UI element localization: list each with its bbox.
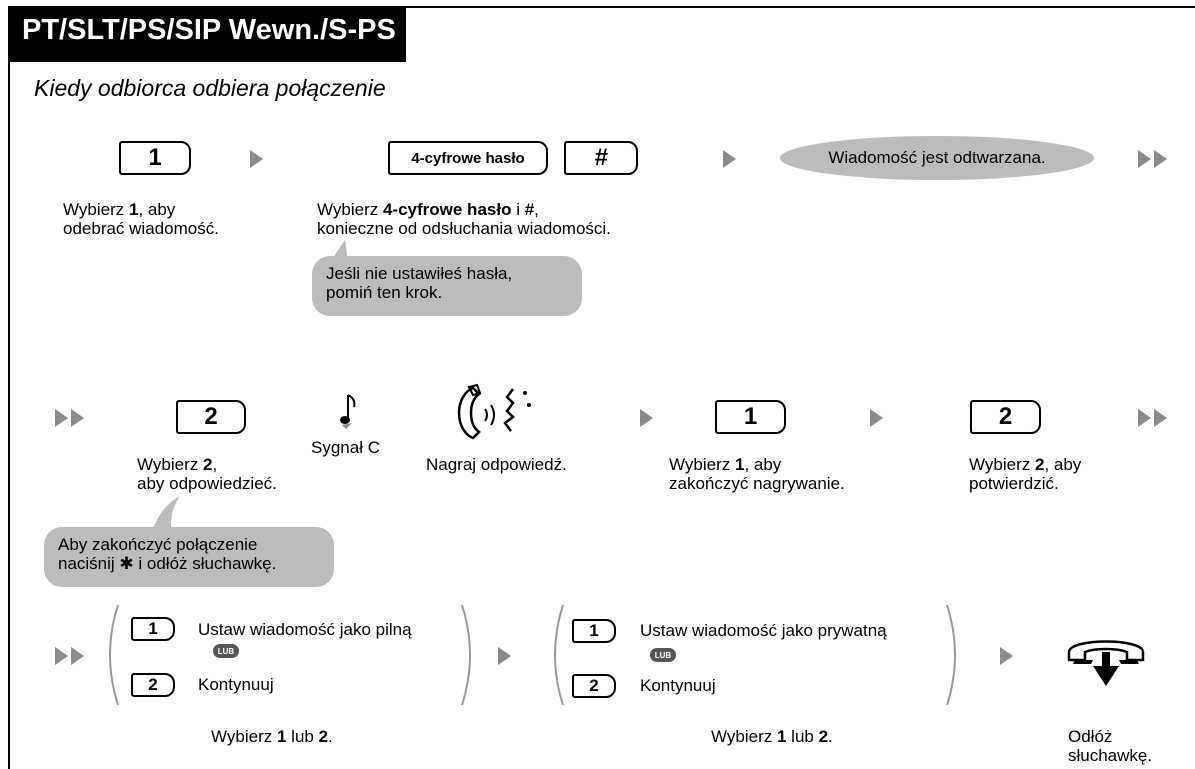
- desc-key: 2: [318, 727, 329, 746]
- option-key-2: 2: [572, 674, 616, 698]
- desc-key: 2: [1034, 455, 1045, 474]
- desc-text: ,: [212, 455, 218, 474]
- option-key-2: 2: [131, 673, 175, 697]
- note-line: pomiń ten krok.: [326, 283, 443, 302]
- option-key-1: 1: [131, 617, 175, 641]
- hangup-description: Odłóż słuchawkę.: [1068, 727, 1152, 765]
- key-2-button: 2: [970, 400, 1041, 434]
- group1-description: Wybierz 1 lub 2.: [211, 727, 333, 746]
- option-continue-label: Kontynuuj: [640, 676, 716, 695]
- desc-text: ,: [534, 200, 539, 219]
- desc-key: 1: [776, 727, 787, 746]
- note-skip-password: Jeśli nie ustawiłeś hasła, pomiń ten kro…: [312, 256, 582, 316]
- desc-text: lub: [786, 727, 819, 746]
- section-subtitle: Kiedy odbiorca odbiera połączenie: [34, 75, 386, 101]
- hash-key: #: [564, 141, 638, 175]
- option-continue-label: Kontynuuj: [198, 675, 274, 694]
- step-arrow-icon: [1000, 647, 1013, 665]
- desc-key: 2: [818, 727, 829, 746]
- key-2-button: 2: [176, 400, 246, 434]
- group2-description: Wybierz 1 lub 2.: [711, 727, 833, 746]
- step1-description: Wybierz 1, aby odebrać wiadomość.: [63, 200, 219, 238]
- desc-key: 2: [202, 455, 213, 474]
- step-arrow-icon: [640, 409, 653, 427]
- desc-key: 1: [276, 727, 287, 746]
- page-title: PT/SLT/PS/SIP Wewn./S-PS: [22, 14, 396, 46]
- or-badge: LUB: [650, 648, 676, 662]
- option-urgent-label: Ustaw wiadomość jako pilną: [198, 620, 412, 639]
- option-key-1: 1: [572, 619, 616, 643]
- note-line: naciśnij ✱ i odłóż słuchawkę.: [58, 554, 320, 573]
- desc-text: i: [511, 200, 525, 219]
- finish-description: Wybierz 1, aby zakończyć nagrywanie.: [669, 455, 845, 493]
- frame-top-border: [8, 6, 1195, 8]
- desc-text: Wybierz: [317, 200, 383, 219]
- desc-text: lub: [286, 727, 319, 746]
- key-1-button: 1: [715, 400, 786, 434]
- reply-description: Wybierz 2, aby odpowiedzieć.: [137, 455, 277, 493]
- note-line: Aby zakończyć połączenie: [58, 535, 258, 554]
- handset-speaking-icon: [457, 383, 531, 440]
- header-tab: [8, 6, 406, 62]
- desc-text: aby odpowiedzieć.: [137, 474, 277, 493]
- desc-text: , aby: [138, 200, 176, 219]
- note-text: i odłóż słuchawkę.: [133, 554, 277, 573]
- desc-text: słuchawkę.: [1068, 746, 1153, 765]
- step-arrow-icon: [250, 150, 263, 168]
- record-label: Nagraj odpowiedź.: [426, 455, 567, 474]
- tone-label: Sygnał C: [311, 438, 380, 457]
- option-private-label: Ustaw wiadomość jako prywatną: [640, 621, 887, 640]
- desc-hash: #: [524, 200, 535, 219]
- desc-text: konieczne od odsłuchania wiadomości.: [317, 219, 611, 238]
- desc-text: , aby: [1044, 455, 1082, 474]
- desc-text: , aby: [744, 455, 782, 474]
- desc-text: .: [328, 727, 333, 746]
- step2-description: Wybierz 4-cyfrowe hasło i #, konieczne o…: [317, 200, 611, 238]
- music-note-icon: [340, 394, 356, 429]
- note-line: Jeśli nie ustawiłeś hasła,: [326, 264, 513, 283]
- or-badge: LUB: [213, 644, 239, 658]
- desc-key: 1: [734, 455, 745, 474]
- key-1-button: 1: [119, 141, 191, 175]
- option-group-brackets: [554, 604, 956, 706]
- step-arrow-icon: [498, 647, 511, 665]
- desc-text: .: [828, 727, 833, 746]
- note-end-call: Aby zakończyć połączenie naciśnij ✱ i od…: [44, 527, 334, 587]
- star-key-icon: ✱: [119, 554, 134, 573]
- password-key: 4-cyfrowe hasło: [388, 141, 548, 175]
- desc-text: potwierdzić.: [969, 474, 1059, 493]
- desc-text: Wybierz: [969, 455, 1035, 474]
- step-arrow-icon: [870, 409, 883, 427]
- desc-text: Wybierz: [711, 727, 777, 746]
- confirm-description: Wybierz 2, aby potwierdzić.: [969, 455, 1081, 493]
- frame-left-border: [8, 6, 10, 769]
- desc-text: Wybierz: [211, 727, 277, 746]
- desc-text: Odłóż: [1068, 727, 1113, 746]
- desc-text: Wybierz: [63, 200, 129, 219]
- step-arrow-icon: [723, 150, 736, 168]
- desc-text: Wybierz: [137, 455, 203, 474]
- handset-hang-up-icon: [1067, 640, 1145, 686]
- note-text: naciśnij: [58, 554, 120, 573]
- playback-state-ellipse: Wiadomość jest odtwarzana.: [780, 136, 1094, 180]
- desc-text: zakończyć nagrywanie.: [669, 474, 845, 493]
- desc-text: Wybierz: [669, 455, 735, 474]
- desc-text: odebrać wiadomość.: [63, 219, 219, 238]
- option-group-brackets: [109, 604, 471, 706]
- desc-bold: 4-cyfrowe hasło: [382, 200, 512, 219]
- desc-key: 1: [128, 200, 139, 219]
